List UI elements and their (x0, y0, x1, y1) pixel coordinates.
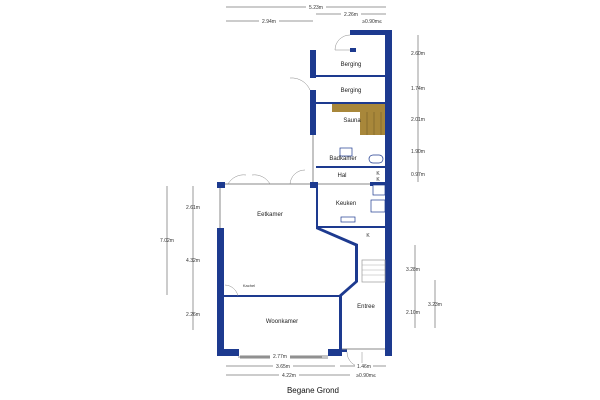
dim-top-door: ≥0.90m≤ (362, 19, 382, 25)
sauna-bench (332, 104, 386, 112)
dim-right-4: 1.90m (411, 149, 425, 155)
top-dimensions: 5.23m 2.26m 2.94m ≥0.90m≤ (226, 4, 386, 25)
stairs (362, 264, 385, 276)
dim-bottom-right: 1.46m (357, 364, 371, 370)
left-dimensions: 7.02m 2.61m 4.32m 2.26m (160, 186, 200, 330)
dim-right-1: 2.60m (411, 51, 425, 57)
dim-bottom-total: 4.22m (282, 373, 296, 379)
dim-right-3: 2.01m (411, 117, 425, 123)
dim-right-2: 1.74m (411, 86, 425, 92)
room-sauna: Sauna (343, 118, 361, 124)
room-woonkamer: Woonkamer (266, 319, 298, 325)
right-dimensions: 2.60m 1.74m 2.01m 1.90m 0.97m 3.28m 2.10… (406, 35, 442, 328)
dim-left-3: 2.26m (186, 312, 200, 318)
dim-bottom-door: ≥0.90m≤ (356, 373, 376, 379)
dim-bottom-left: 3.65m (276, 364, 290, 370)
dim-right-6: 3.28m (406, 267, 420, 273)
dim-left-1: 2.61m (186, 205, 200, 211)
room-berging-1: Berging (341, 62, 362, 68)
dim-left-total: 7.02m (160, 238, 174, 244)
dim-right-5: 0.97m (411, 172, 425, 178)
walls (217, 30, 392, 356)
room-keuken: Keuken (336, 201, 356, 207)
room-entree: Entree (357, 304, 375, 310)
dim-top-right: 2.26m (344, 12, 358, 18)
bottom-dimensions: 2.77m 3.65m 1.46m 4.22m ≥0.90m≤ (226, 353, 386, 379)
dim-top-left: 2.94m (262, 19, 276, 25)
dim-top-total: 5.23m (309, 5, 323, 11)
fixtures (339, 147, 386, 283)
dim-right-8: 3.23m (428, 302, 442, 308)
dim-left-2: 4.32m (186, 258, 200, 264)
label-k: K (376, 177, 380, 183)
dim-bottom-window: 2.77m (273, 354, 287, 360)
room-badkamer: Badkamer (329, 156, 356, 162)
sauna-bench (360, 112, 386, 135)
label-k: K (366, 233, 370, 239)
room-eetkamer: Eetkamer (257, 212, 283, 218)
label-kachel: Kachel (243, 283, 255, 288)
room-hal: Hal (337, 173, 346, 179)
floor-title: Begane Grond (287, 386, 339, 395)
room-berging-2: Berging (341, 88, 362, 94)
dim-right-7: 2.10m (406, 310, 420, 316)
label-k: K (376, 171, 380, 177)
